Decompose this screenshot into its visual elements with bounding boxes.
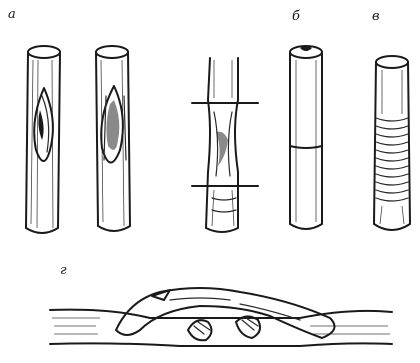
panel-g-bypass [50,288,392,346]
panel-b-vessel [290,46,322,229]
base-vessel-bottom [50,343,392,346]
label-b: б [292,10,300,23]
suture-line [290,146,322,148]
panel-a-vessel-2 [96,46,130,231]
panel-a-vessel-1 [26,46,60,233]
center-vessel-constriction [192,58,258,232]
panel-v-vessel [374,56,410,230]
label-v: в [372,10,380,23]
bypass-graft [116,288,335,338]
label-g: г [60,264,67,277]
base-vessel-top [50,310,392,318]
spiral-wrap [376,118,408,201]
label-a: а [8,8,16,21]
